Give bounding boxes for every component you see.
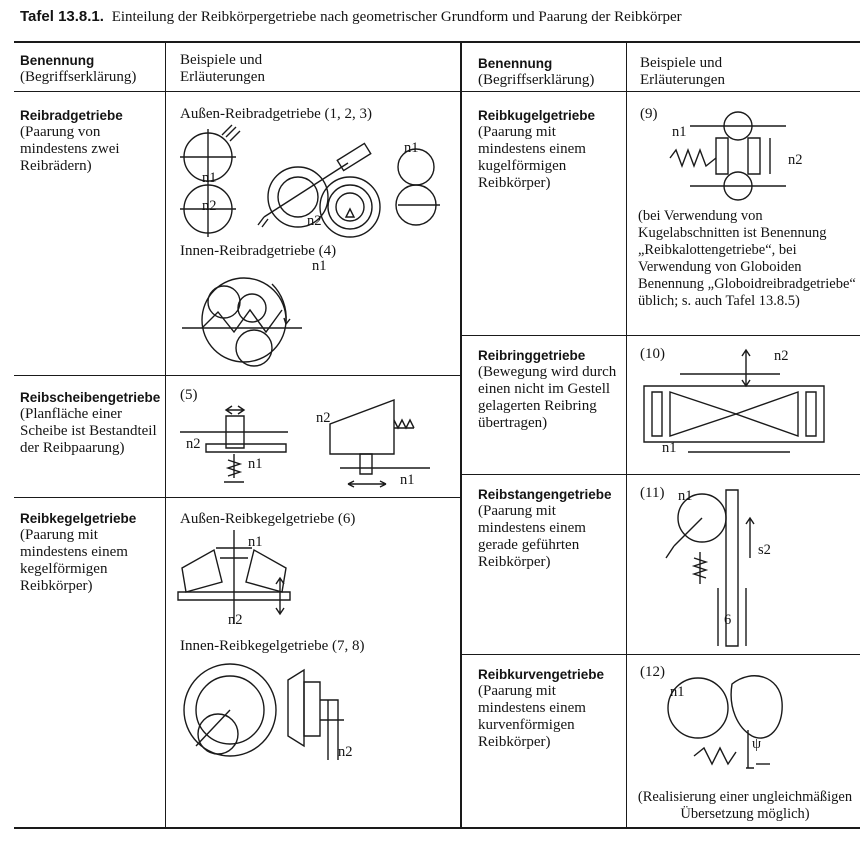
ring-housing bbox=[644, 386, 824, 442]
table-bottom-border bbox=[14, 827, 860, 829]
row-reibrad: Reibradgetriebe (Paarung von mindestens … bbox=[20, 107, 162, 175]
example-label-10: (10) bbox=[640, 346, 665, 362]
row-description: (Paarung mit mindestens einem kurvenförm… bbox=[478, 683, 586, 750]
mark-n2-fig8: n2 bbox=[338, 744, 353, 760]
mark-n1-fig5a: n1 bbox=[248, 456, 263, 472]
figure-reibscheibe bbox=[180, 398, 440, 494]
row-name: Reibradgetriebe bbox=[20, 108, 123, 123]
mark-n1-fig11: n1 bbox=[678, 488, 693, 504]
disk-plate bbox=[206, 444, 286, 452]
row-description: (Paarung von mindestens zwei Reibrädern) bbox=[20, 124, 120, 174]
left-row-rule-2 bbox=[14, 497, 460, 498]
mark-n1-fig1: n1 bbox=[202, 170, 217, 186]
row-reibkurve: Reibkurvengetriebe (Paarung mit mindeste… bbox=[478, 666, 623, 751]
row-description: (Planfläche einer Scheibe ist Bestandtei… bbox=[20, 406, 157, 456]
row-description: (Paarung mit mindestens einem kugelförmi… bbox=[478, 124, 586, 191]
row-name: Reibkugelgetriebe bbox=[478, 108, 596, 123]
mark-s2-fig11: s2 bbox=[758, 542, 771, 558]
table-caption: Tafel 13.8.1. Einteilung der Reibkörperg… bbox=[20, 8, 860, 26]
mark-psi-fig12: ψ bbox=[752, 736, 762, 752]
example-label-innen-reibrad: Innen-Reibradgetriebe (4) bbox=[180, 243, 337, 259]
table-top-border bbox=[14, 41, 860, 43]
right-header-rule bbox=[460, 91, 860, 92]
rack-bar bbox=[726, 490, 738, 646]
wheel-large bbox=[320, 177, 380, 237]
base-frame bbox=[178, 592, 290, 600]
large-disk bbox=[184, 664, 276, 756]
figure-reibkugel bbox=[650, 110, 830, 206]
right-row-rule-2 bbox=[460, 474, 860, 475]
mark-n1-fig12: n1 bbox=[670, 684, 685, 700]
left-column-divider bbox=[165, 41, 166, 828]
example-label-12: (12) bbox=[640, 664, 665, 680]
mark-n2-fig9: n2 bbox=[788, 152, 803, 168]
row-description: (Paarung mit mindestens einem kegelförmi… bbox=[20, 527, 128, 594]
mark-6-fig11: 6 bbox=[724, 612, 732, 628]
row-description: (Bewegung wird durch einen nicht im Gest… bbox=[478, 364, 617, 431]
cam-curve bbox=[731, 676, 782, 738]
note-reibkugel: (bei Verwendung von Kugelabschnitten ist… bbox=[638, 208, 856, 309]
drive-wheel bbox=[668, 678, 728, 738]
example-label-9: (9) bbox=[640, 106, 658, 122]
mark-n2-fig1: n2 bbox=[202, 198, 217, 214]
row-name: Reibringgetriebe bbox=[478, 348, 586, 363]
table-number: Tafel 13.8.1. bbox=[20, 8, 104, 25]
mark-n2-fig6: n2 bbox=[228, 612, 243, 628]
cone-body bbox=[330, 400, 394, 454]
table-title: Einteilung der Reibkörpergetriebe nach g… bbox=[111, 9, 682, 25]
mark-n1-fig9: n1 bbox=[672, 124, 687, 140]
mark-n1-fig3: n1 bbox=[404, 140, 419, 156]
row-name: Reibkegelgetriebe bbox=[20, 511, 137, 526]
right-row-rule-1 bbox=[460, 335, 860, 336]
mark-n2-fig5b: n2 bbox=[316, 410, 331, 426]
figure-aussen-reibkegel bbox=[176, 528, 296, 628]
row-reibkugel: Reibkugelgetriebe (Paarung mit mindesten… bbox=[478, 107, 623, 192]
mark-n2-fig2: n2 bbox=[307, 213, 322, 229]
row-name: Reibscheibengetriebe bbox=[20, 390, 161, 405]
note-reibkurve: (Realisierung einer ungleichmäßigen Über… bbox=[637, 789, 853, 822]
right-row-rule-3 bbox=[460, 654, 860, 655]
row-reibring: Reibringgetriebe (Bewegung wird durch ei… bbox=[478, 347, 623, 432]
header-examples-left: Beispiele und Erläuterungen bbox=[180, 52, 265, 85]
cone-left bbox=[182, 550, 222, 592]
center-divider bbox=[460, 41, 462, 828]
row-reibscheibe: Reibscheibengetriebe (Planfläche einer S… bbox=[20, 389, 162, 457]
arm-lever bbox=[264, 163, 348, 217]
right-column-divider bbox=[626, 41, 627, 828]
figure-reibkurve bbox=[660, 672, 810, 782]
example-label-aussen-reibkegel: Außen-Reibkegelgetriebe (6) bbox=[180, 511, 356, 527]
header-name-left: Benennung (Begriffserklärung) bbox=[20, 53, 137, 85]
example-label-5: (5) bbox=[180, 387, 198, 403]
example-label-innen-reibkegel: Innen-Reibkegelgetriebe (7, 8) bbox=[180, 638, 365, 654]
left-row-rule-1 bbox=[14, 375, 460, 376]
row-description: (Paarung mit mindestens einem gerade gef… bbox=[478, 503, 586, 570]
figure-innen-reibrad bbox=[182, 262, 332, 370]
figure-reibring bbox=[640, 348, 836, 468]
left-header-rule bbox=[14, 91, 460, 92]
mark-n1-fig6: n1 bbox=[248, 534, 263, 550]
figure-reibstange bbox=[660, 488, 760, 648]
row-reibkegel: Reibkegelgetriebe (Paarung mit mindesten… bbox=[20, 510, 162, 595]
example-label-aussen-reibrad: Außen-Reibradgetriebe (1, 2, 3) bbox=[180, 106, 373, 122]
example-label-11: (11) bbox=[640, 485, 665, 501]
header-name-right: Benennung (Begriffserklärung) bbox=[478, 56, 595, 88]
header-examples-right: Beispiele und Erläuterungen bbox=[640, 55, 725, 88]
figure-innen-reibkegel bbox=[178, 660, 378, 760]
row-name: Reibkurvengetriebe bbox=[478, 667, 605, 682]
mark-n2-fig10: n2 bbox=[774, 348, 789, 364]
row-name: Reibstangengetriebe bbox=[478, 487, 612, 502]
lever-handle bbox=[337, 143, 370, 170]
mark-n1-fig4: n1 bbox=[312, 258, 327, 274]
mark-n1-fig5b: n1 bbox=[400, 472, 415, 488]
mark-n1-fig10: n1 bbox=[662, 440, 677, 456]
mark-n2-fig5a: n2 bbox=[186, 436, 201, 452]
row-reibstange: Reibstangengetriebe (Paarung mit mindest… bbox=[478, 486, 623, 571]
figure-aussen-reibrad bbox=[178, 125, 448, 245]
housing bbox=[304, 682, 320, 736]
